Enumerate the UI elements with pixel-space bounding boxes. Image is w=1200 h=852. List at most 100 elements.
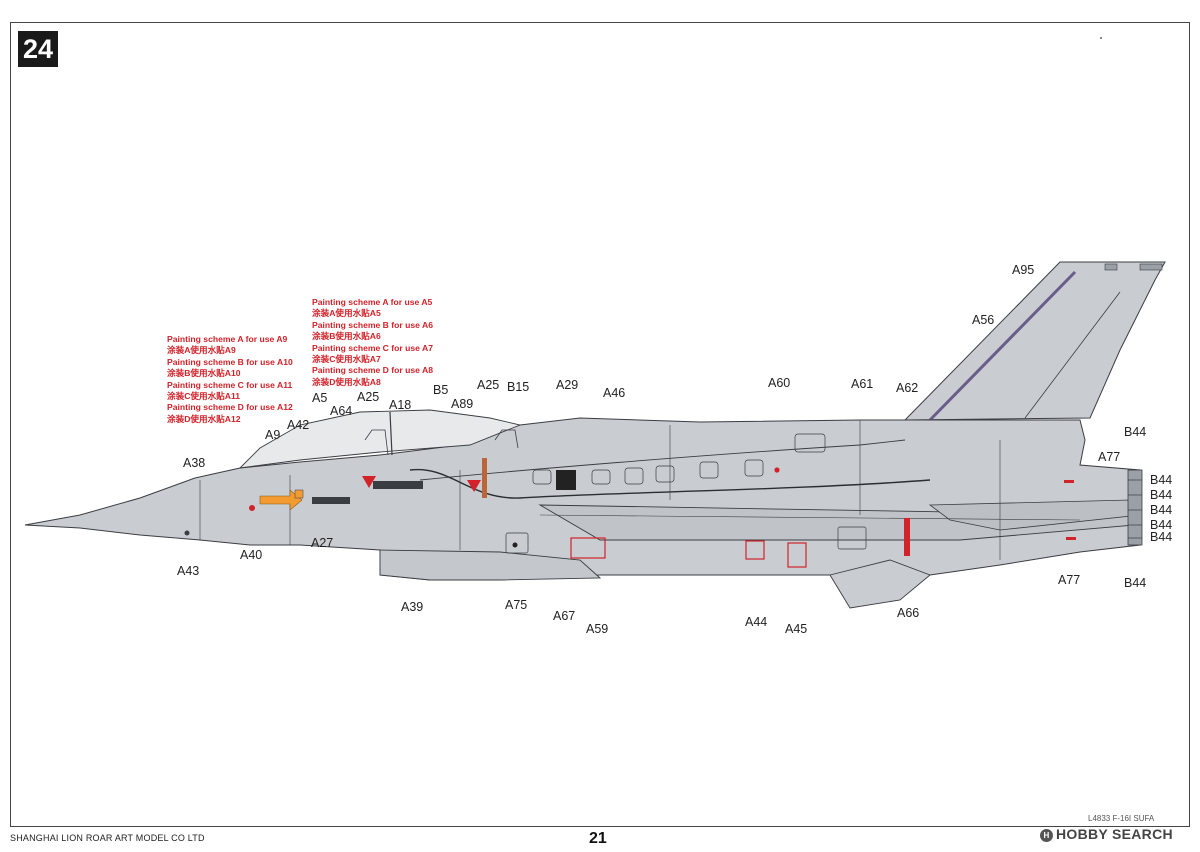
- callout-label: A66: [897, 606, 920, 620]
- decal-a67: [570, 537, 606, 559]
- scheme-note-cn: 涂装B使用水贴A6: [312, 331, 381, 342]
- callout-label: A61: [851, 377, 874, 391]
- callout-label: A59: [586, 622, 609, 636]
- scheme-note-en: Painting scheme B for use A6: [312, 319, 433, 330]
- page-border: [10, 22, 1190, 827]
- decal-a45: [787, 542, 807, 568]
- scheme-note-en: Painting scheme A for use A5: [312, 297, 433, 307]
- scheme-note-en: Painting scheme D for use A12: [167, 402, 293, 413]
- callout-label: B44: [1150, 488, 1173, 502]
- seat-front: [364, 429, 389, 456]
- callout-label: A89: [451, 397, 474, 411]
- fuselage: [24, 417, 1141, 581]
- scheme-note-en: Painting scheme C for use A7: [312, 342, 433, 353]
- callout-label: A29: [556, 378, 579, 392]
- callout-label: A40: [240, 548, 263, 562]
- callout-label: A77: [1058, 573, 1081, 587]
- exhaust-nozzle: [1127, 469, 1143, 546]
- scheme-note-cn: 涂装C使用水贴A7: [312, 354, 381, 365]
- callout-label: A9: [265, 428, 281, 442]
- hobby-search-logo-icon: H: [1040, 829, 1053, 842]
- callout-label: A45: [785, 622, 808, 636]
- scheme-note-cn: 涂装A使用水贴A9: [167, 345, 236, 356]
- tail-light: [1104, 263, 1118, 271]
- corner-mark: [1100, 37, 1102, 39]
- callout-label: A56: [972, 313, 995, 327]
- callout-label: A77: [1098, 450, 1121, 464]
- tail-rudder-line: [1024, 291, 1121, 419]
- callout-label: B15: [507, 380, 530, 394]
- seat-rear: [494, 429, 519, 449]
- decal-rescue-arrow: [259, 489, 303, 511]
- canopy-frame: [389, 411, 393, 456]
- scheme-notes-lower: Painting scheme A for use A9 涂装A使用水贴A9 P…: [167, 334, 293, 425]
- callout-label: B44: [1150, 503, 1173, 517]
- callout-label: A5: [312, 391, 328, 405]
- callout-label: B5: [433, 383, 449, 397]
- decal-a25-triangle-2: [467, 480, 481, 492]
- scheme-note-en: Painting scheme B for use A10: [167, 356, 293, 367]
- brand-name: HOBBY SEARCH: [1056, 826, 1173, 842]
- kit-code: L4833 F-16I SUFA: [1088, 814, 1155, 823]
- callout-label: A60: [768, 376, 791, 390]
- callout-label: A39: [401, 600, 424, 614]
- callout-label: A46: [603, 386, 626, 400]
- callout-label: A38: [183, 456, 206, 470]
- page-number: 21: [589, 830, 607, 847]
- callout-label: B44: [1150, 530, 1173, 544]
- decal-a42: [294, 489, 304, 499]
- scheme-notes-upper: Painting scheme A for use A5 涂装A使用水贴A5 P…: [312, 297, 433, 388]
- vertical-tail: [903, 261, 1166, 421]
- company-name: SHANGHAI LION ROAR ART MODEL CO LTD: [10, 833, 205, 843]
- callout-label: B44: [1124, 425, 1147, 439]
- decal-a29: [556, 470, 576, 490]
- scheme-note-en: Painting scheme C for use A11: [167, 379, 293, 390]
- scheme-note-cn: 涂装D使用水贴A12: [167, 413, 241, 424]
- callout-label: B44: [1150, 473, 1173, 487]
- callout-label: A95: [1012, 263, 1035, 277]
- fuel-line: [409, 468, 931, 499]
- callout-label: A25: [357, 390, 380, 404]
- decal-a75: [512, 542, 518, 548]
- scheme-note-en: Painting scheme D for use A8: [312, 365, 433, 376]
- callout-label: A64: [330, 404, 353, 418]
- tail-light-2: [1139, 263, 1163, 271]
- scheme-note-en: Painting scheme A for use A9: [167, 334, 288, 344]
- tail-stripe: [928, 270, 1077, 422]
- step-number-badge: 24: [18, 31, 58, 67]
- decal-a25-triangle-1: [362, 476, 376, 488]
- dorsal-spine: [419, 439, 906, 481]
- callout-label: A62: [896, 381, 919, 395]
- decal-a66: [904, 518, 910, 556]
- callout-label: B44: [1150, 518, 1173, 532]
- decal-a44: [745, 540, 765, 560]
- decal-a77: [1064, 480, 1074, 483]
- callout-label: A44: [745, 615, 768, 629]
- callout-label: A27: [311, 536, 334, 550]
- callout-label: A18: [389, 398, 412, 412]
- scheme-note-cn: 涂装B使用水贴A10: [167, 368, 241, 379]
- scheme-note-cn: 涂装A使用水贴A5: [312, 308, 381, 319]
- scheme-note-cn: 涂装C使用水贴A11: [167, 391, 241, 402]
- decal-a27: [312, 497, 350, 504]
- callout-label: B44: [1124, 576, 1147, 590]
- decal-a40: [249, 505, 255, 511]
- decal-a60: [774, 467, 780, 473]
- nozzle-petals: [1128, 479, 1142, 539]
- callout-label: A75: [505, 598, 528, 612]
- decal-warning-strip: [482, 458, 487, 498]
- canopy: [238, 409, 522, 469]
- callout-label: A25: [477, 378, 500, 392]
- scheme-note-cn: 涂装D使用水贴A8: [312, 376, 381, 387]
- horizontal-stabilizer: [928, 499, 1141, 531]
- ventral-fin: [829, 559, 931, 609]
- access-panels: [505, 433, 867, 554]
- callout-label: A43: [177, 564, 200, 578]
- decal-a43: [184, 530, 190, 536]
- decal-a77-lower: [1066, 537, 1076, 540]
- decal-a18: [373, 481, 423, 489]
- callout-label: A42: [287, 418, 310, 432]
